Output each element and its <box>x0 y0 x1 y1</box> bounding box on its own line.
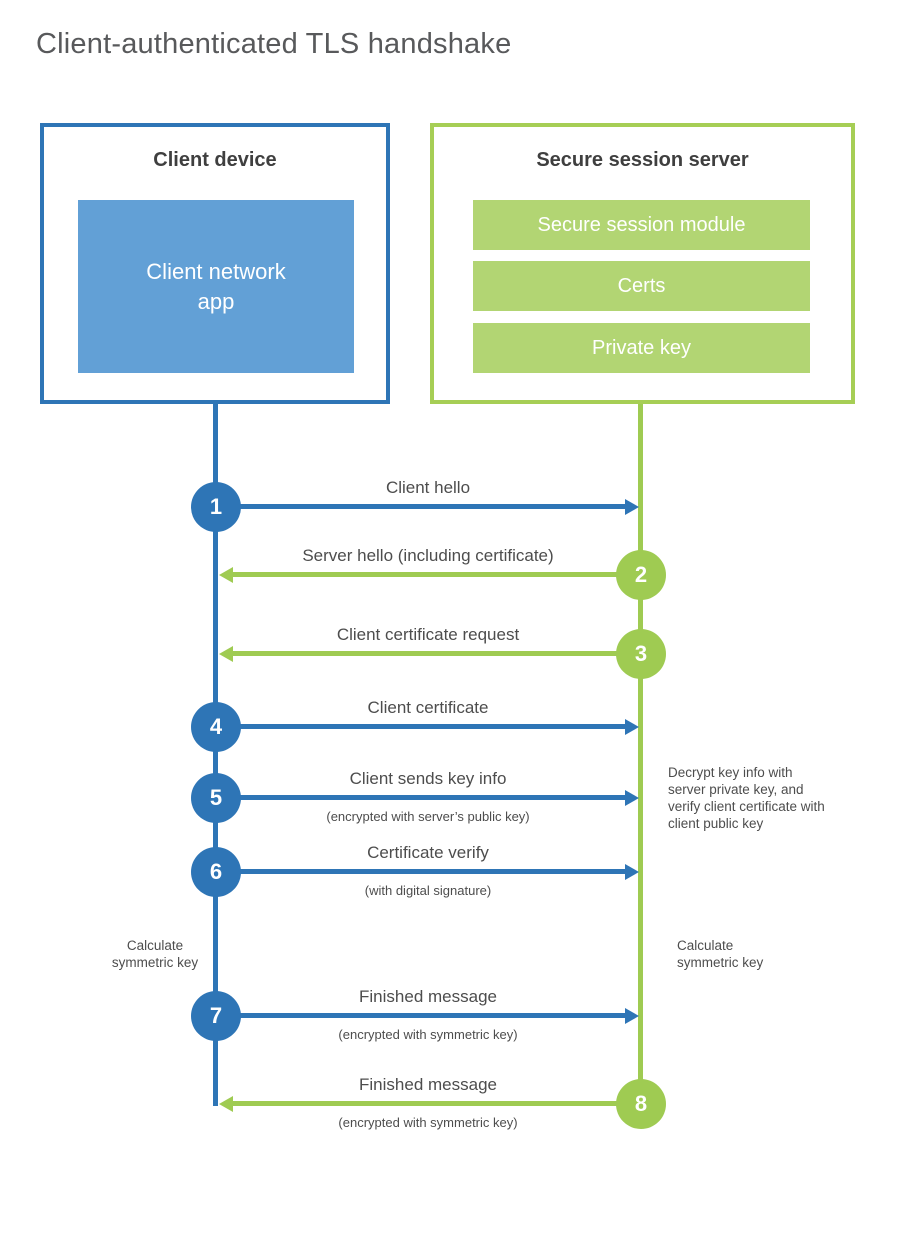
client-app-label-line1: Client network <box>146 258 286 284</box>
step-8-arrow <box>233 1101 641 1106</box>
step-7-arrow <box>216 1013 625 1018</box>
step-1-label: Client hello <box>385 478 471 497</box>
step-8-label: Finished message <box>359 1075 497 1094</box>
step-2-label: Server hello (including certificate) <box>302 546 554 565</box>
client-lifeline <box>213 404 218 1106</box>
step-7-number-badge: 7 <box>191 991 241 1041</box>
server-module-secure-session-module: Secure session module <box>473 200 810 250</box>
client-device-title: Client device <box>153 149 277 171</box>
server-lifeline <box>638 404 643 1104</box>
client-app-label-line2: app <box>197 288 235 314</box>
step-1-arrow <box>216 504 625 509</box>
step-5-number-badge: 5 <box>191 773 241 823</box>
step-8-number-badge: 8 <box>616 1079 666 1129</box>
step-8-arrowhead-icon <box>219 1096 233 1112</box>
step-6-number-badge: 6 <box>191 847 241 897</box>
step-4-arrow <box>216 724 625 729</box>
step-4-number-badge: 4 <box>191 702 241 752</box>
step-6-arrow <box>216 869 625 874</box>
step-7-arrowhead-icon <box>625 1008 639 1024</box>
step-5-arrowhead-icon <box>625 790 639 806</box>
step-7-sublabel: (encrypted with symmetric key) <box>338 1027 518 1042</box>
step-4-label: Client certificate <box>367 698 489 717</box>
step-3-number-badge: 3 <box>616 629 666 679</box>
step-6-label: Certificate verify <box>367 843 489 862</box>
step-3-arrow <box>233 651 641 656</box>
page-title: Client-authenticated TLS handshake <box>36 28 512 60</box>
step-5-label: Client sends key info <box>349 769 507 788</box>
client-calculate-symmetric-key-note: Calculate symmetric key <box>111 938 199 970</box>
step-5-arrow <box>216 795 625 800</box>
step-3-arrowhead-icon <box>219 646 233 662</box>
step-5-sublabel: (encrypted with server’s public key) <box>326 809 530 824</box>
step-8-sublabel: (encrypted with symmetric key) <box>338 1115 518 1130</box>
server-module-private-key: Private key <box>473 323 810 373</box>
step-3-label: Client certificate request <box>336 625 520 644</box>
step-7-label: Finished message <box>359 987 497 1006</box>
step-2-arrowhead-icon <box>219 567 233 583</box>
step-2-number-badge: 2 <box>616 550 666 600</box>
secure-session-server-title: Secure session server <box>536 149 749 171</box>
step-6-sublabel: (with digital signature) <box>364 883 492 898</box>
step-1-number-badge: 1 <box>191 482 241 532</box>
step-1-arrowhead-icon <box>625 499 639 515</box>
client-network-app-box: Client network app <box>78 200 354 373</box>
server-module-certs: Certs <box>473 261 810 311</box>
server-calculate-symmetric-key-note: Calculate symmetric key <box>677 938 764 970</box>
server-decrypt-note: Decrypt key info with server private key… <box>668 765 825 831</box>
step-6-arrowhead-icon <box>625 864 639 880</box>
step-4-arrowhead-icon <box>625 719 639 735</box>
step-2-arrow <box>233 572 641 577</box>
